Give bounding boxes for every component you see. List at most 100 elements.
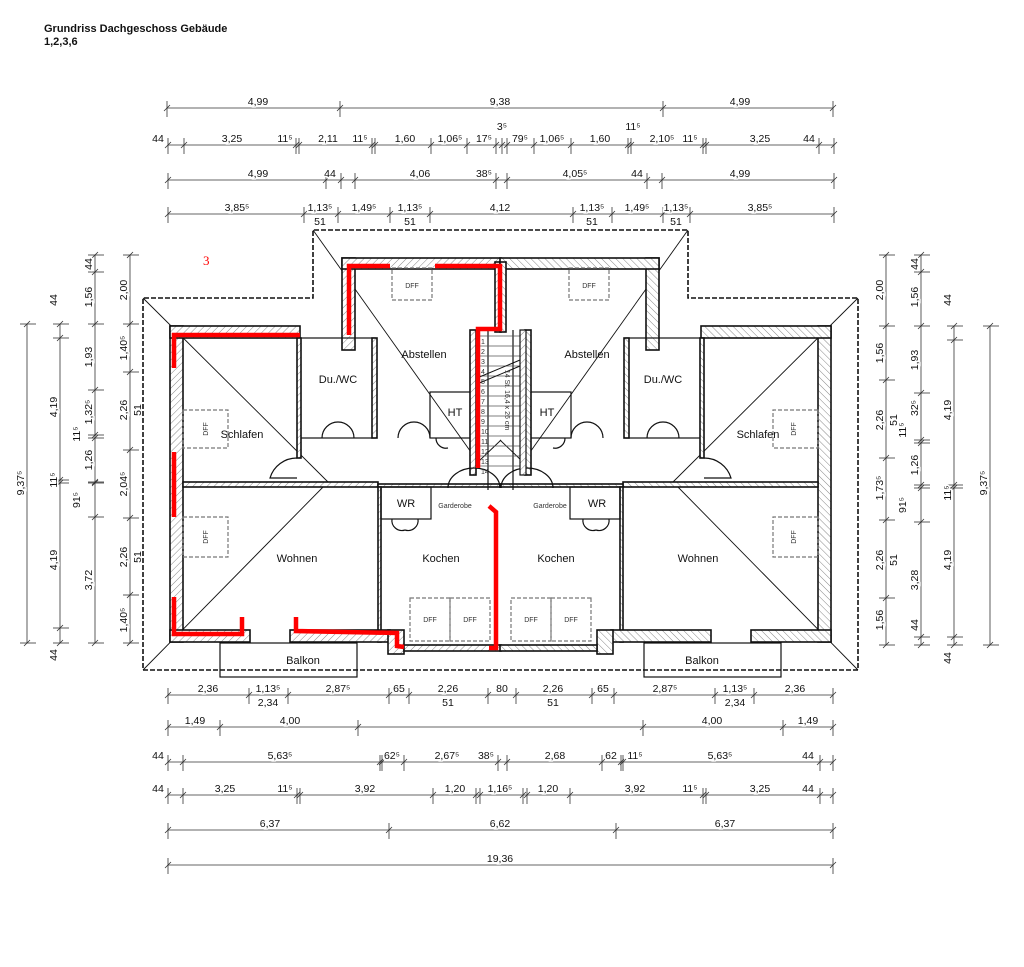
dimension-label: 44: [48, 294, 60, 306]
dimension-label: 1,13⁵: [664, 202, 689, 214]
dimension-label: 11⁵: [277, 783, 292, 795]
dimension-tick: [702, 791, 710, 799]
stair-label: 14 St. 16,4 x 26 cm: [503, 370, 510, 430]
dimension-tick: [56, 624, 64, 632]
dimension-label: 1,49: [185, 715, 206, 727]
door-swing: [447, 467, 501, 489]
dimension-label: 1,49: [798, 715, 819, 727]
dimension-tick: [426, 210, 434, 218]
dimension-tick: [779, 723, 787, 731]
dimension-chain-left1: 9,37⁵: [14, 320, 36, 647]
dimension-tick: [126, 514, 134, 522]
dimension-label: 51: [547, 697, 559, 709]
dimension-tick: [126, 251, 134, 259]
dimension-tick: [351, 176, 359, 184]
dimension-label: 1,20: [538, 783, 559, 795]
dimension-label: 9,37⁵: [15, 471, 27, 496]
dimension-tick: [295, 141, 303, 149]
dimension-label: 2,10⁵: [650, 133, 675, 145]
dimension-tick: [986, 641, 994, 649]
skylight-label: DFF: [203, 530, 210, 544]
dimension-label: 4,99: [248, 168, 269, 180]
stair-break-line: [476, 359, 521, 379]
skylight-label: DFF: [423, 617, 437, 624]
plan-half-mirrored: [499, 229, 859, 678]
title-line-2: 1,2,3,6: [44, 36, 78, 48]
dimension-tick: [639, 723, 647, 731]
dimension-tick: [917, 436, 925, 444]
stair-step-number: 12: [481, 449, 489, 456]
dimension-tick: [950, 336, 958, 344]
dimension-tick: [882, 251, 890, 259]
dimension-tick: [619, 758, 627, 766]
dimension-tick: [830, 176, 838, 184]
dimension-tick: [385, 691, 393, 699]
dimension-tick: [950, 484, 958, 492]
wall: [299, 337, 376, 439]
dimension-tick: [829, 861, 837, 869]
dimension-label: 80: [496, 683, 508, 695]
dimension-tick: [126, 368, 134, 376]
dimension-chain-right4: 9,37⁵: [977, 322, 999, 649]
dimension-tick: [829, 691, 837, 699]
dimension-label: 91⁵: [71, 492, 83, 508]
skylight: [391, 267, 433, 301]
stair-step-number: 3: [481, 359, 485, 366]
dimension-tick: [492, 141, 500, 149]
room-label-balkon-right: Balkon: [685, 655, 719, 667]
dimension-tick: [523, 791, 531, 799]
dimension-tick: [164, 691, 172, 699]
dimension-label: 2,11: [318, 133, 338, 145]
dimension-tick: [163, 104, 171, 112]
dimension-tick: [494, 758, 502, 766]
stair-step-number: 4: [481, 369, 485, 376]
room-label-wr-left: WR: [397, 498, 415, 510]
red-line: [171, 332, 300, 368]
dimension-label: 1,93: [83, 347, 95, 368]
dimension-label: 44: [152, 750, 164, 762]
dimension-label: 4,12: [490, 202, 511, 214]
skylight-label: DFF: [791, 530, 798, 544]
dimension-tick: [816, 791, 824, 799]
dimension-label: 1,32⁵: [83, 400, 95, 425]
room-label-abstellen-left: Abstellen: [401, 349, 446, 361]
dimension-label: 44: [631, 168, 643, 180]
dimension-tick: [429, 791, 437, 799]
dimension-label: 4,05⁵: [563, 168, 588, 180]
dimension-label: 11⁵: [627, 750, 642, 762]
dimension-tick: [216, 723, 224, 731]
stair-step-number: 9: [481, 419, 485, 426]
stair-step-number: 8: [481, 409, 485, 416]
dimension-tick: [598, 758, 606, 766]
room-label-wohnen-left: Wohnen: [277, 553, 318, 565]
dimension-tick: [829, 826, 837, 834]
dimension-label: 1,06⁵: [540, 133, 565, 145]
dimension-tick: [986, 322, 994, 330]
dimension-tick: [91, 386, 99, 394]
dimension-tick: [917, 518, 925, 526]
dimension-label: 2,26: [118, 400, 130, 421]
dimension-tick: [385, 826, 393, 834]
dimension-tick: [126, 446, 134, 454]
dimension-tick: [56, 479, 64, 487]
dimension-tick: [296, 791, 304, 799]
red-line: [171, 597, 245, 637]
dimension-label: 1,26: [909, 455, 921, 476]
roof-outline: [142, 229, 501, 671]
stair-step-number: 14: [481, 469, 489, 476]
stair-step-number: 5: [481, 379, 485, 386]
dimension-label: 3,72: [83, 570, 95, 591]
dimension-label: 32⁵: [909, 400, 921, 416]
dimension-label: 51: [314, 216, 326, 228]
dimension-tick: [882, 454, 890, 462]
dimension-label: 11⁵: [897, 422, 909, 437]
stair-step-number: 1: [481, 339, 485, 346]
room-label-du-wc-right: Du./WC: [644, 374, 683, 386]
dimension-label: 38⁵: [478, 750, 494, 762]
door-swing: [391, 518, 419, 532]
dimension-tick: [126, 591, 134, 599]
